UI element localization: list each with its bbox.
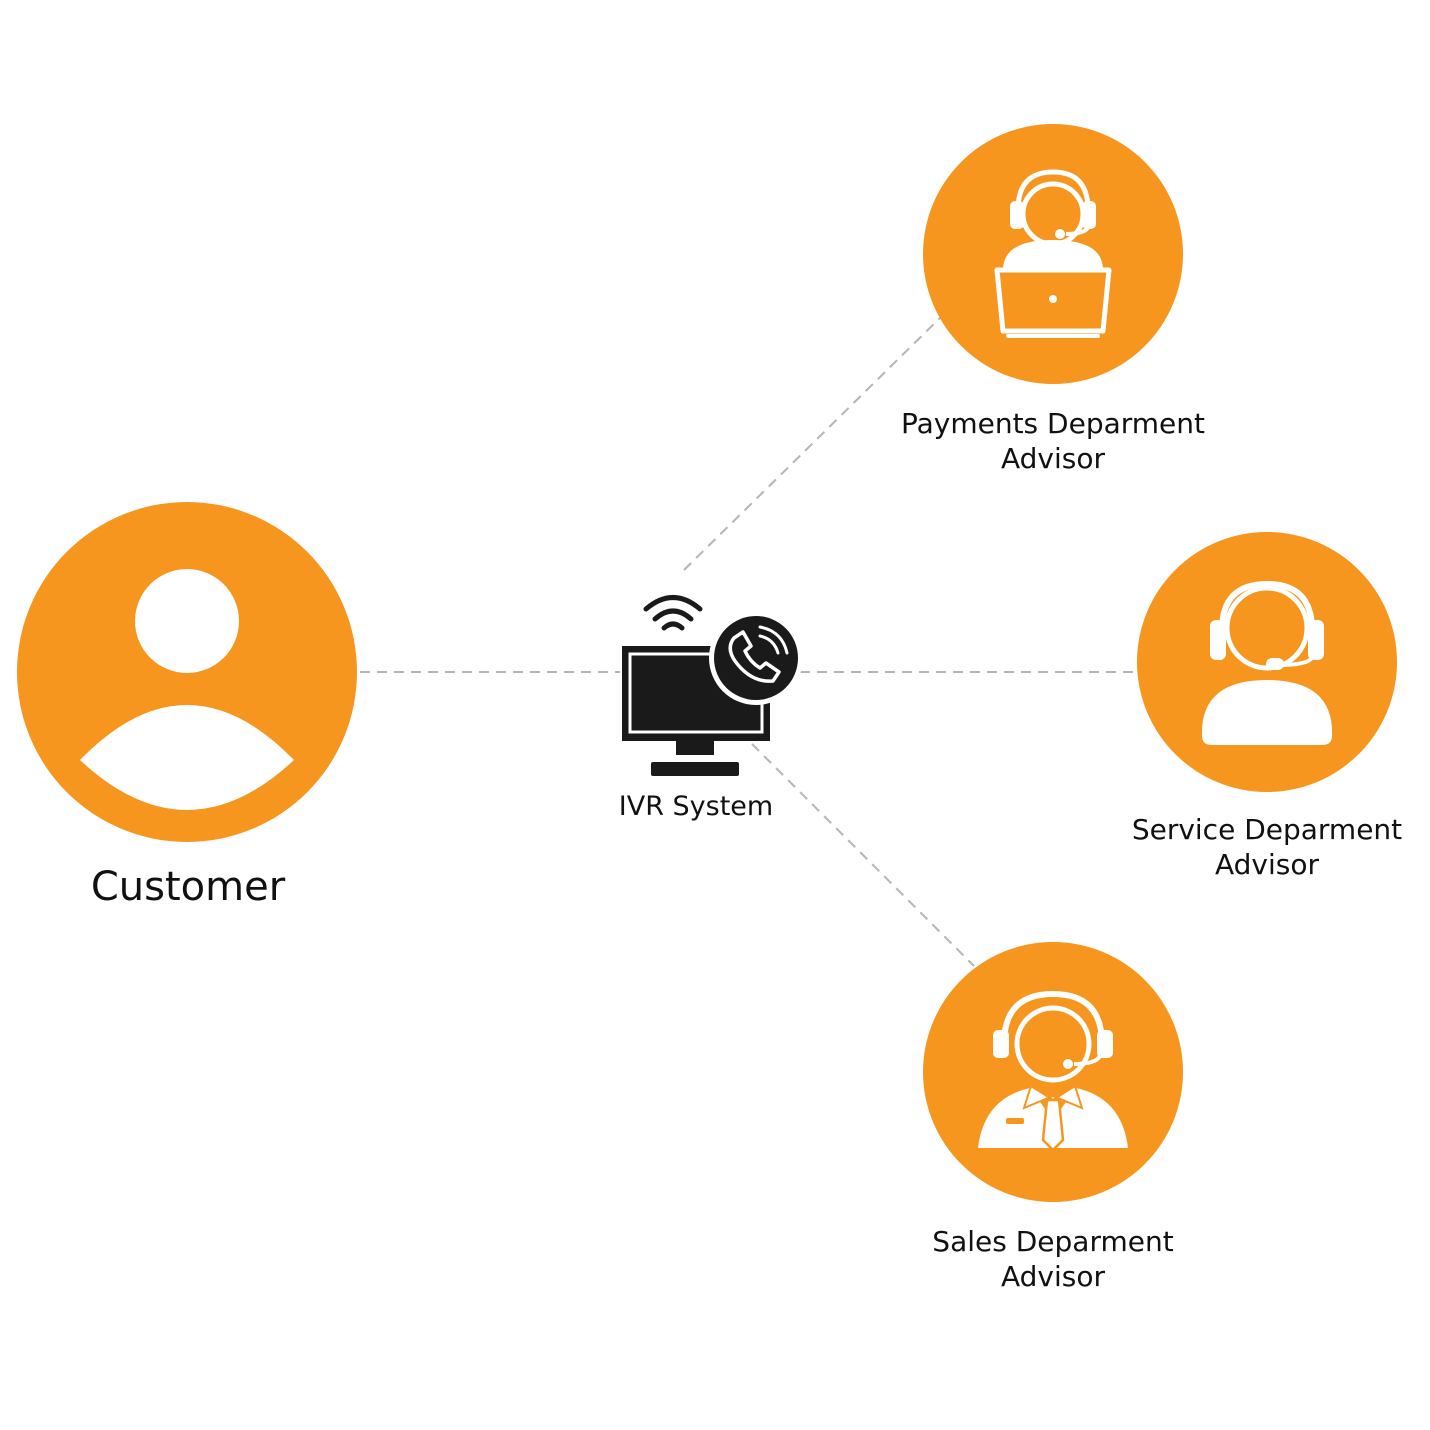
service-advisor-label: Service Deparment Advisor [1098,812,1430,882]
payments-advisor-label: Payments Deparment Advisor [853,406,1253,476]
payments-label-line1: Payments Deparment [900,407,1206,440]
customer-label-text: Customer [90,864,286,910]
advisor-headset-icon [1201,580,1333,745]
sales-node [923,942,1183,1202]
wifi-icon [643,595,703,631]
advisor-tie-headset-icon [978,990,1128,1152]
service-label-line2: Advisor [1214,848,1319,881]
payments-label-line2: Advisor [1000,442,1105,475]
connector-ivr-payments [683,313,945,571]
sales-advisor-label: Sales Deparment Advisor [853,1224,1253,1294]
advisor-laptop-headset-icon [994,169,1112,338]
ivr-system-label: IVR System [576,790,816,824]
sales-label-line2: Advisor [1000,1260,1105,1293]
phone-icon [714,616,798,700]
service-label-line1: Service Deparment [1131,813,1403,846]
customer-label: Customer [38,862,338,912]
ivr-monitor-phone-icon [622,595,803,776]
payments-node [923,124,1183,384]
user-icon [80,569,294,810]
customer-node [17,502,357,842]
connector-ivr-sales [751,743,975,967]
connectors [360,313,1138,967]
service-node [1137,532,1397,792]
ivr-system-label-text: IVR System [618,791,774,822]
sales-label-line1: Sales Deparment [932,1225,1174,1258]
